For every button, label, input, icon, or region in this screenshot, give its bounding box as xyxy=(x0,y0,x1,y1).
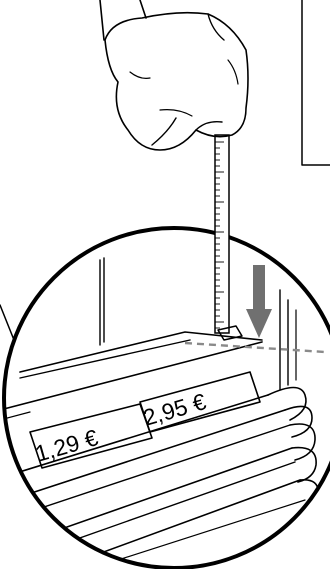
hand-illustration xyxy=(100,0,248,150)
